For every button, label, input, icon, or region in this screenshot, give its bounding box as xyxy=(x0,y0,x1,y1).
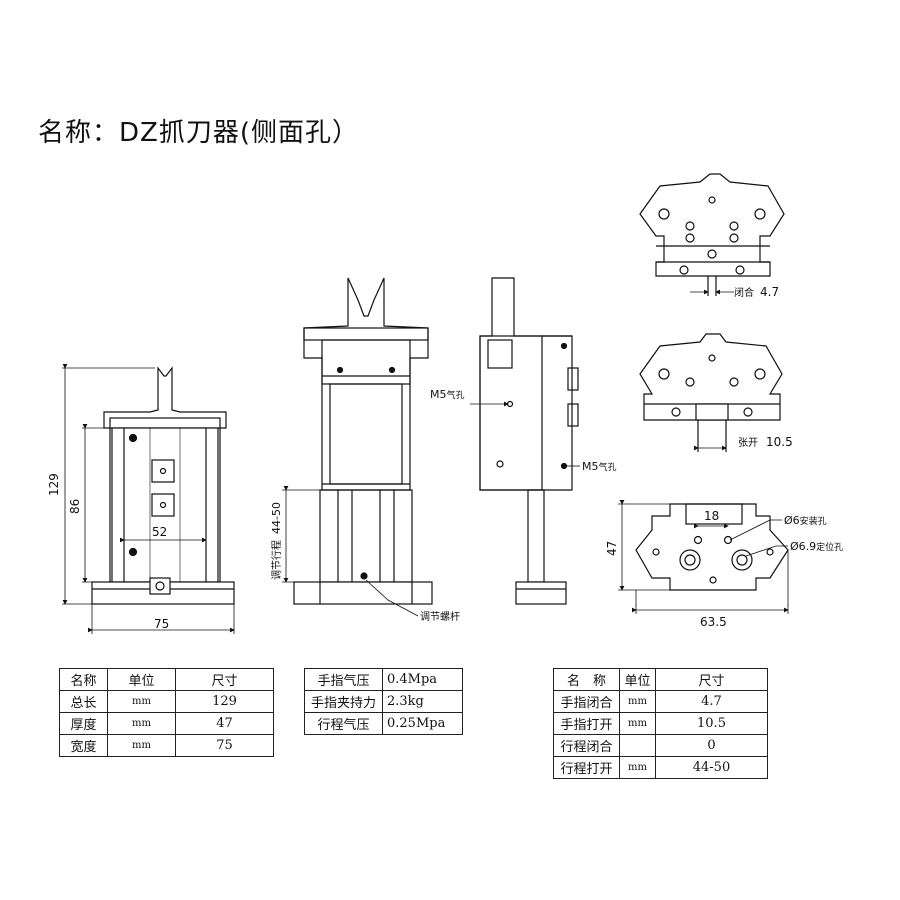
table-cell: 宽度 xyxy=(59,734,108,757)
table-row: 手指气压 0.4Mpa xyxy=(304,668,463,691)
bottom-width-label: 63.5 xyxy=(700,615,727,629)
open-gap-label: 10.5 xyxy=(766,435,793,449)
adjust-screw-label: 调节螺杆 xyxy=(420,611,460,623)
table-row: 行程闭合 0 xyxy=(553,734,768,757)
side-view xyxy=(479,277,579,605)
table-cell: 手指夹持力 xyxy=(304,690,383,713)
table-cell: 厚度 xyxy=(59,712,108,735)
table-cell: 4.7 xyxy=(655,690,768,713)
body-width-label: 52 xyxy=(152,525,167,539)
table-cell: mm xyxy=(107,690,176,713)
open-view xyxy=(639,333,783,452)
table-header-row: 名 称 单位 尺寸 xyxy=(553,668,768,691)
open-text-label: 张开 xyxy=(738,437,758,449)
header-cell: 单位 xyxy=(107,668,176,691)
mount-dimensions xyxy=(618,500,789,614)
table-row: 行程气压 0.25Mpa xyxy=(304,712,463,735)
stroke-table: 名 称 单位 尺寸 手指闭合 mm 4.7 手指打开 mm 10.5 行程闭合 … xyxy=(553,668,768,779)
table-cell: 手指闭合 xyxy=(553,690,620,713)
table-cell: 75 xyxy=(175,734,274,757)
table-cell: 手指气压 xyxy=(304,668,383,691)
page-title: 名称：DZ抓刀器(侧面孔） xyxy=(38,118,359,148)
center-dimensions xyxy=(282,486,419,617)
table-cell: mm xyxy=(619,690,656,713)
table-header-row: 名称 单位 尺寸 xyxy=(59,668,274,691)
performance-table: 手指气压 0.4Mpa 手指夹持力 2.3kg 行程气压 0.25Mpa xyxy=(304,668,463,735)
front-dimensions xyxy=(62,364,235,634)
table-row: 手指闭合 mm 4.7 xyxy=(553,690,768,713)
overall-height-label: 129 xyxy=(47,473,61,496)
table-cell: 10.5 xyxy=(655,712,768,735)
air-port-top-label: M5气孔 xyxy=(430,388,465,401)
mount-view xyxy=(635,503,789,591)
table-cell: 手指打开 xyxy=(553,712,620,735)
table-cell: 0.4Mpa xyxy=(382,668,463,691)
front-view xyxy=(91,366,235,605)
table-row: 手指夹持力 2.3kg xyxy=(304,690,463,713)
bottom-height-label: 47 xyxy=(605,541,619,556)
table-row: 手指打开 mm 10.5 xyxy=(553,712,768,735)
table-cell: 行程气压 xyxy=(304,712,383,735)
table-cell: mm xyxy=(619,756,656,779)
table-cell: 0 xyxy=(655,734,768,757)
table-cell: mm xyxy=(107,712,176,735)
mount-spacing-label: 18 xyxy=(704,509,719,523)
center-view xyxy=(293,277,433,605)
locate-hole-label: Ø6.9定位孔 xyxy=(790,540,843,553)
body-height-label: 86 xyxy=(68,499,82,514)
table-cell: 44-50 xyxy=(655,756,768,779)
table-cell: 0.25Mpa xyxy=(382,712,463,735)
table-cell: 2.3kg xyxy=(382,690,463,713)
closed-gap-label: 4.7 xyxy=(760,285,779,299)
header-cell: 尺寸 xyxy=(655,668,768,691)
closed-text-label: 闭合 xyxy=(734,286,754,299)
header-cell: 名称 xyxy=(59,668,108,691)
table-cell: mm xyxy=(619,712,656,735)
stroke-text-label: 调节行程 xyxy=(270,540,283,580)
air-port-side-label: M5气孔 xyxy=(582,460,617,473)
mount-hole-label: Ø6安装孔 xyxy=(784,514,827,527)
table-cell: 129 xyxy=(175,690,274,713)
table-cell: mm xyxy=(107,734,176,757)
closed-view xyxy=(639,173,785,296)
stroke-value-label: 44-50 xyxy=(270,502,283,534)
table-row: 厚度 mm 47 xyxy=(59,712,274,735)
table-cell: 47 xyxy=(175,712,274,735)
table-cell: 总长 xyxy=(59,690,108,713)
header-cell: 名 称 xyxy=(553,668,620,691)
table-cell: 行程打开 xyxy=(553,756,620,779)
air-port-leaders xyxy=(470,401,580,467)
table-row: 宽度 mm 75 xyxy=(59,734,274,757)
table-row: 总长 mm 129 xyxy=(59,690,274,713)
header-cell: 尺寸 xyxy=(175,668,274,691)
header-cell: 单位 xyxy=(619,668,656,691)
table-row: 行程打开 mm 44-50 xyxy=(553,756,768,779)
table-cell: 行程闭合 xyxy=(553,734,620,757)
dimensions-table: 名称 单位 尺寸 总长 mm 129 厚度 mm 47 宽度 mm 75 xyxy=(59,668,274,757)
base-width-label: 75 xyxy=(154,617,169,631)
table-cell xyxy=(619,734,656,757)
